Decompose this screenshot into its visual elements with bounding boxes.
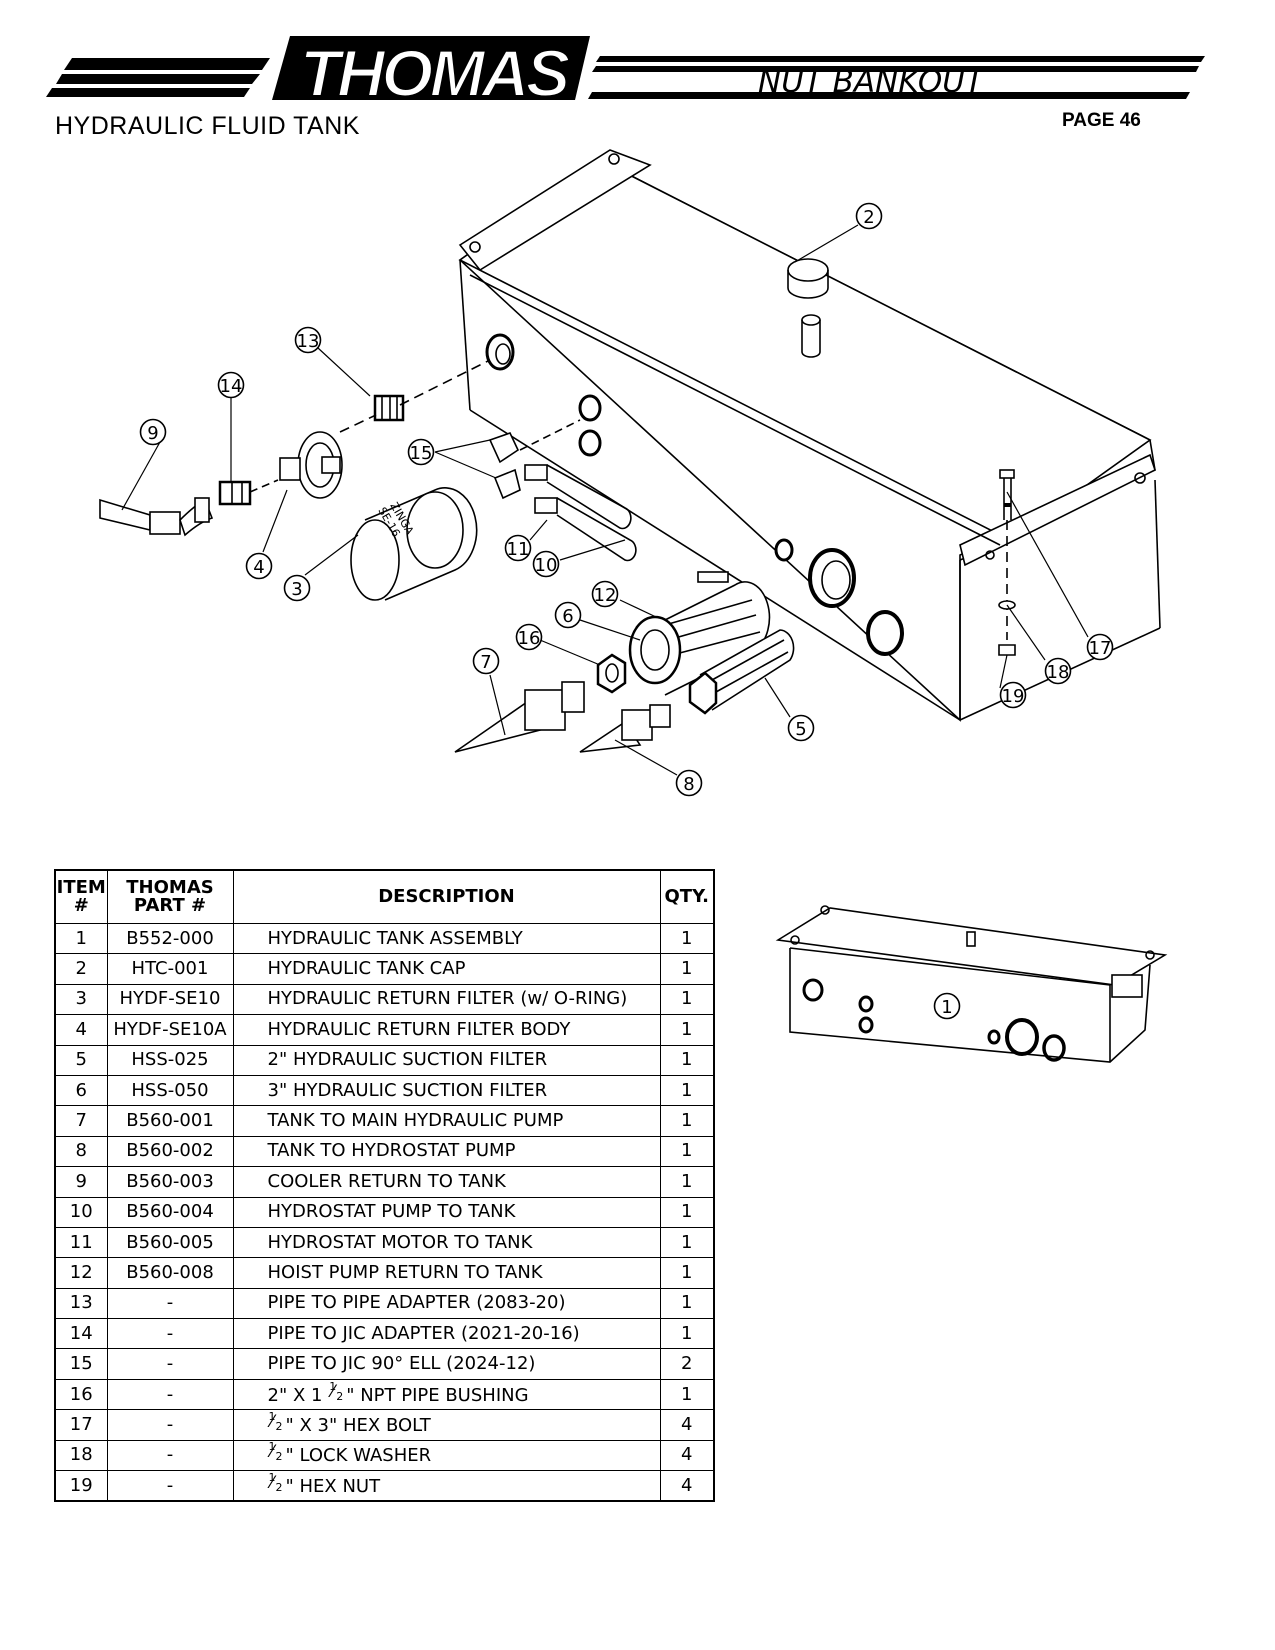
svg-text:1: 1: [941, 997, 952, 1018]
table-row: 19- 1⁄2" HEX NUT 4: [54, 1470, 715, 1502]
callout-9: 9: [139, 418, 167, 446]
hydrostat-pump-hose: [579, 704, 671, 753]
svg-text:8: 8: [683, 774, 694, 795]
callout-7: 7: [472, 647, 500, 675]
fraction-half: 1⁄2: [268, 1470, 283, 1494]
tank-body: [458, 149, 1161, 722]
col-header-qty: QTY.: [659, 869, 715, 924]
page-number: PAGE 46: [1062, 110, 1141, 131]
table-row: 15-PIPE TO JIC 90° ELL (2024-12)2: [54, 1348, 715, 1380]
svg-text:13: 13: [297, 331, 320, 352]
tank-ports: [485, 333, 904, 656]
brand-logo: THOMAS: [300, 36, 570, 110]
section-title: HYDRAULIC FLUID TANK: [55, 112, 360, 140]
callout-11: 11: [504, 534, 532, 562]
pipe-adapter: [339, 359, 491, 433]
callout-8: 8: [675, 769, 703, 797]
fraction-half: 1⁄2: [268, 1409, 283, 1433]
svg-text:14: 14: [220, 376, 243, 397]
product-name: NUT BANKOUT: [758, 64, 986, 100]
suction-filter-3in: [628, 571, 771, 696]
table-row: 18- 1⁄2" LOCK WASHER 4: [54, 1439, 715, 1472]
callout-14: 14: [217, 371, 245, 399]
callout-6: 6: [554, 601, 582, 629]
callout-13: 13: [294, 326, 322, 354]
svg-text:6: 6: [562, 606, 573, 627]
svg-text:17: 17: [1089, 638, 1112, 659]
callout-15: 15: [407, 438, 435, 466]
svg-text:9: 9: [147, 423, 158, 444]
table-row: 16- 2" X 1 1⁄2" NPT PIPE BUSHING 1: [54, 1378, 715, 1411]
filter-body: [279, 431, 343, 499]
leader-lines: [121, 224, 1089, 776]
suction-filter-2in: [688, 629, 795, 715]
pipe-bushing: [596, 653, 627, 694]
return-filter: ZINGA SE-16: [350, 487, 478, 601]
main-pump-hose: [454, 681, 585, 753]
header-banner: THOMAS NUT BANKOUT: [46, 35, 1205, 110]
callout-18: 18: [1044, 657, 1072, 685]
svg-text:2: 2: [863, 207, 874, 228]
callout-5: 5: [787, 714, 815, 742]
callout-4: 4: [245, 552, 273, 580]
callout-10: 10: [532, 550, 560, 578]
svg-text:3: 3: [291, 579, 302, 600]
svg-text:15: 15: [410, 443, 433, 464]
callout-12: 12: [591, 580, 619, 608]
jic-adapter: [218, 479, 279, 506]
callout-16: 16: [515, 623, 543, 651]
callout-17: 17: [1086, 633, 1114, 661]
exploded-parts-diagram: ZINGA SE-16: [99, 149, 1161, 797]
tank-assembly-inset: 1: [775, 905, 1168, 1063]
callout-3: 3: [283, 574, 311, 602]
svg-text:19: 19: [1002, 686, 1025, 707]
table-row: 17- 1⁄2" X 3" HEX BOLT 4: [54, 1409, 715, 1441]
svg-text:5: 5: [795, 719, 806, 740]
jic-elbows: [488, 419, 637, 562]
table-row: 14-PIPE TO JIC ADAPTER (2021-20-16)1: [54, 1318, 715, 1350]
svg-text:18: 18: [1047, 662, 1070, 683]
col-header-item: ITEM#: [54, 869, 108, 924]
fraction-half: 1⁄2: [268, 1440, 283, 1464]
table-row: 13-PIPE TO PIPE ADAPTER (2083-20)1: [54, 1287, 715, 1320]
svg-text:12: 12: [594, 585, 617, 606]
callouts: 2 13 14 9 15 4 3 11 10 12 6 16 7 5 8 17 …: [139, 202, 1114, 797]
svg-text:4: 4: [253, 557, 264, 578]
callout-2: 2: [855, 202, 883, 230]
cooler-return-hose: [99, 497, 214, 537]
callout-19: 19: [999, 681, 1027, 709]
svg-text:16: 16: [518, 628, 541, 649]
svg-text:11: 11: [507, 539, 530, 560]
fraction-half: 1⁄2: [329, 1379, 344, 1403]
callout-1: 1: [933, 992, 961, 1020]
col-header-description: DESCRIPTION: [232, 869, 661, 924]
brand-logo-block: [272, 36, 590, 100]
svg-text:7: 7: [480, 652, 491, 673]
tank-cap: [787, 258, 829, 358]
svg-text:10: 10: [535, 555, 558, 576]
